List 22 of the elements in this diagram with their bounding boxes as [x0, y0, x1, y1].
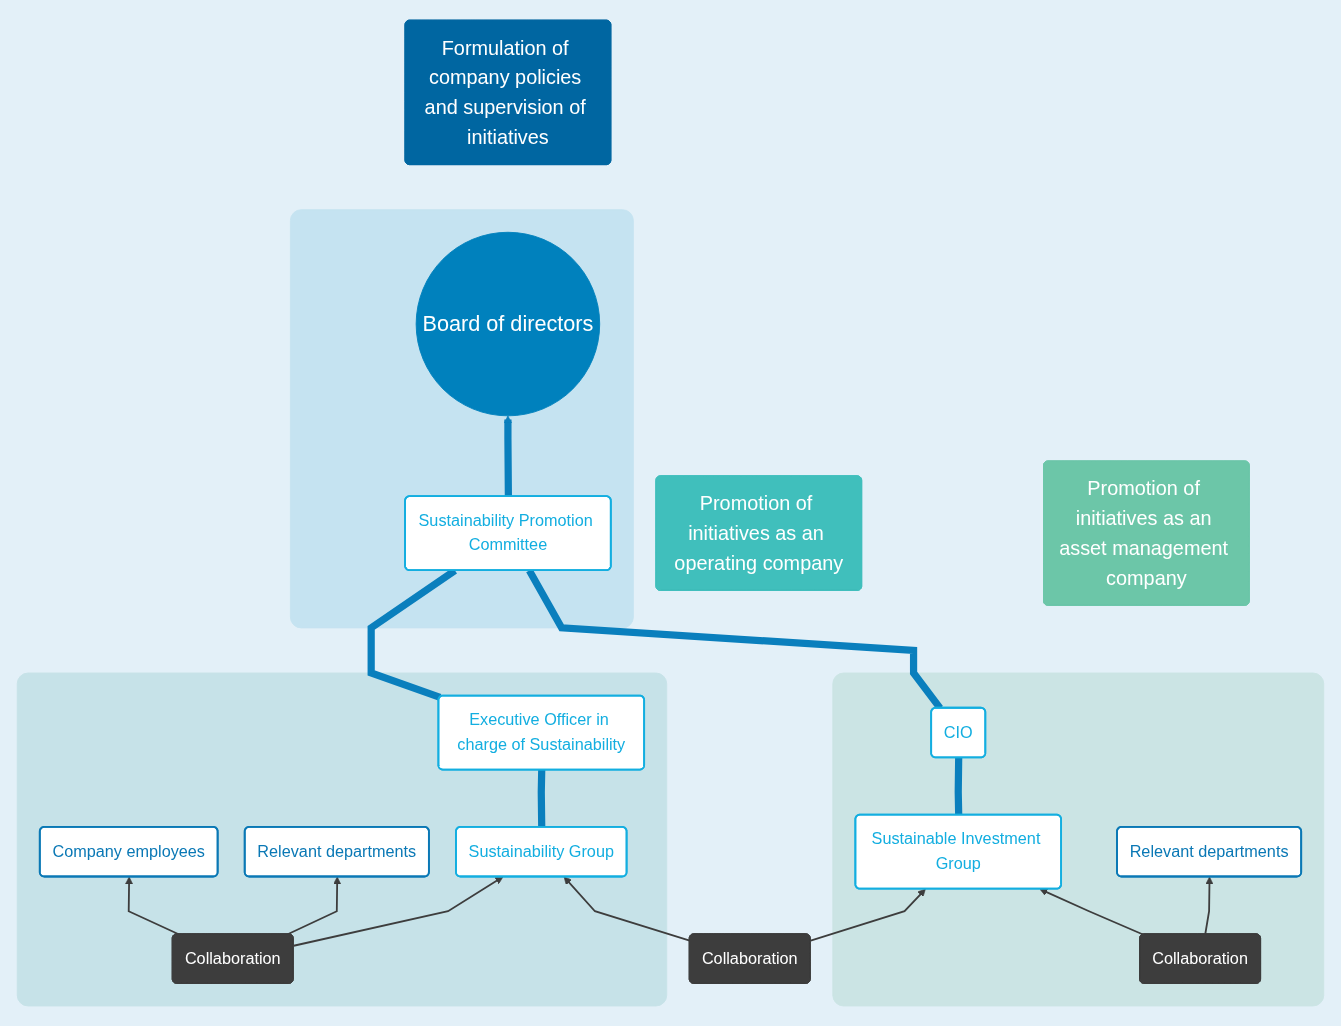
process-box: CIO [930, 706, 987, 759]
process-box: Relevant departments [243, 825, 430, 878]
collaboration-tag: Collaboration [171, 933, 294, 984]
callout-bubble: Formulation of company policies and supervision of initiatives [404, 19, 612, 165]
process-box: Executive Officer in charge of Sustainability [437, 694, 646, 771]
connector [954, 757, 963, 816]
collaboration-tag: Collaboration [1139, 933, 1262, 984]
callout-bubble: Promotion of initiatives as an operating company [655, 475, 863, 591]
connector [292, 876, 504, 947]
process-box: Sustainability Promotion Committee [404, 495, 612, 571]
process-box: Sustainable Investment Group [854, 813, 1062, 890]
circle-node: Board of directors [415, 231, 601, 417]
connector [563, 876, 691, 942]
connector [537, 769, 546, 828]
connector [503, 415, 512, 497]
connector [809, 888, 926, 942]
process-box: Relevant departments [1116, 825, 1303, 878]
callout-bubble: Promotion of initiatives as an asset management company [1043, 460, 1250, 606]
collaboration-tag: Collaboration [688, 933, 811, 984]
connector [1039, 888, 1144, 936]
process-box: Company employees [38, 825, 219, 878]
process-box: Sustainability Group [455, 825, 628, 878]
